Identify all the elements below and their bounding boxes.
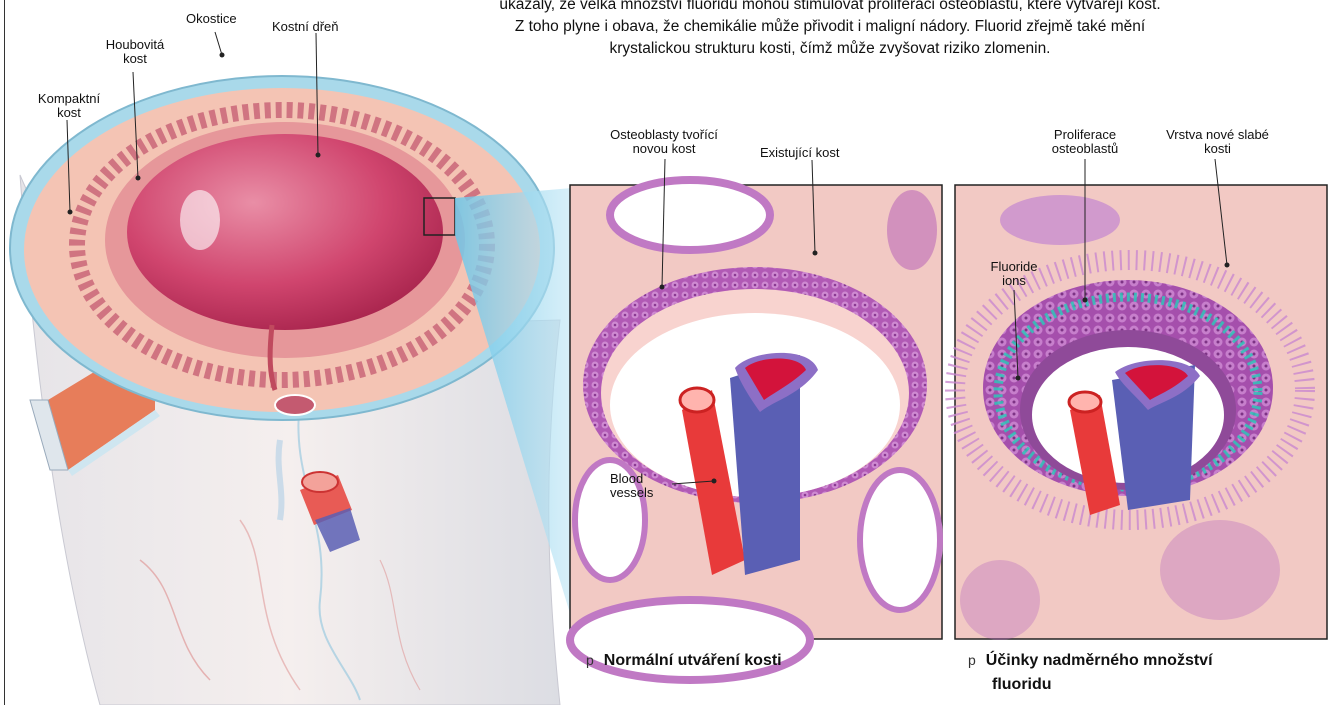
normal-bone-panel xyxy=(570,180,942,680)
caption-marker: p xyxy=(968,652,976,668)
bone-marrow xyxy=(127,134,443,330)
caption-marker: p xyxy=(586,652,594,668)
fluoride-panel xyxy=(955,185,1327,640)
label-okostice: Okostice xyxy=(186,12,237,26)
label-kostni-dren: Kostní dřeň xyxy=(272,20,339,34)
caption-normal: p Normální utváření kosti xyxy=(586,648,782,673)
caption-normal-text: Normální utváření kosti xyxy=(604,652,782,669)
label-existujici-kost: Existující kost xyxy=(760,146,839,160)
